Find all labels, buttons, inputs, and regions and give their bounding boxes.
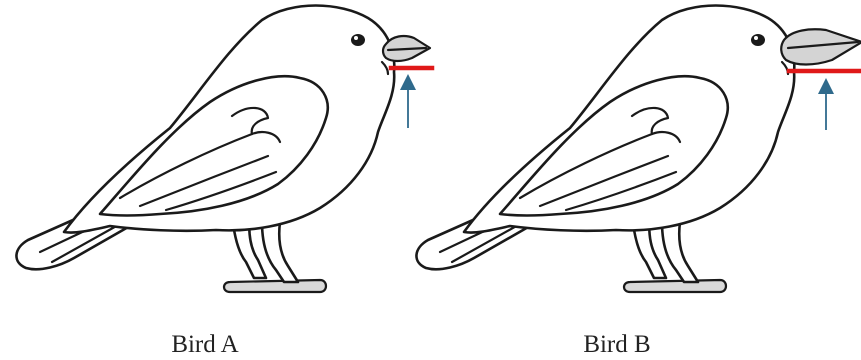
bird-b-body — [416, 6, 794, 293]
bird-b-caption: Bird B — [583, 331, 650, 358]
bird-a-arrow-icon — [400, 74, 416, 128]
bird-b — [416, 6, 861, 293]
bird-b-arrow-icon — [818, 78, 834, 130]
bird-a-body — [16, 6, 394, 293]
bird-a-caption: Bird A — [171, 331, 238, 358]
bird-a — [16, 6, 432, 293]
